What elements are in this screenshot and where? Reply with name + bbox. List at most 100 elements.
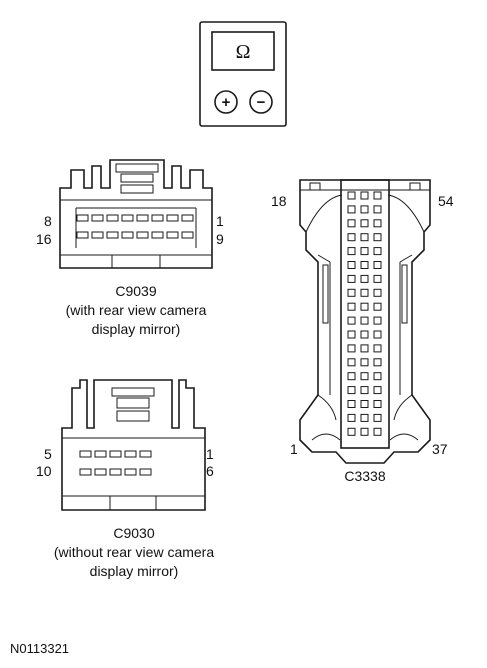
pin-cavity (91, 231, 104, 239)
pin-cavity (139, 450, 152, 458)
pin-cavity (347, 358, 356, 367)
pin-cavity (360, 247, 369, 256)
c9030-pin-6-label: 6 (206, 463, 214, 479)
pin-cavity (347, 372, 356, 381)
pin-cavity (347, 386, 356, 395)
pin-cavity (373, 330, 382, 339)
pin-cavity (347, 247, 356, 256)
pin-cavity (360, 372, 369, 381)
pin-cavity (347, 330, 356, 339)
pin-cavity (373, 205, 382, 214)
pin-cavity (166, 214, 179, 222)
pin-cavity (181, 231, 194, 239)
pin-cavity (360, 205, 369, 214)
c3338-pin-37-label: 37 (432, 441, 448, 457)
c9030-caption: C9030 (without rear view camera display … (0, 524, 268, 581)
pin-cavity (106, 231, 119, 239)
pin-cavity (181, 214, 194, 222)
c3338-pin-54-label: 54 (438, 193, 454, 209)
pin-cavity (373, 191, 382, 200)
c9030-note-line-1: (without rear view camera (53, 544, 215, 560)
pin-cavity (360, 302, 369, 311)
pin-cavity (136, 214, 149, 222)
pin-cavity (136, 231, 149, 239)
pin-cavity (360, 191, 369, 200)
pin-cavity (373, 427, 382, 436)
pin-cavity (373, 344, 382, 353)
pin-cavity (373, 372, 382, 381)
svg-text:−: − (257, 94, 266, 111)
c9039-pin-8-label: 8 (44, 213, 52, 229)
ohm-symbol: Ω (236, 41, 251, 63)
pin-cavity (373, 302, 382, 311)
c9030-connector-drawing (61, 379, 206, 511)
c9039-name: C9039 (115, 283, 157, 299)
pin-cavity (373, 247, 382, 256)
pin-cavity (76, 214, 89, 222)
figure-id: N0113321 (10, 641, 70, 656)
pin-cavity (347, 288, 356, 297)
ohmmeter-icon: Ω + − (199, 21, 287, 127)
pin-cavity (347, 302, 356, 311)
c9039-note-line-1: (with rear view camera (65, 302, 207, 318)
pin-cavity (360, 288, 369, 297)
pin-cavity (360, 219, 369, 228)
pin-cavity (347, 233, 356, 242)
pin-cavity (106, 214, 119, 222)
pin-cavity (347, 274, 356, 283)
pin-cavity (347, 316, 356, 325)
pin-cavity (121, 214, 134, 222)
pin-cavity (347, 400, 356, 408)
pin-cavity (347, 219, 356, 228)
pin-cavity (347, 413, 356, 422)
pin-cavity (360, 330, 369, 339)
pin-cavity (373, 219, 382, 228)
pin-cavity (109, 450, 122, 458)
c3338-pin-18-label: 18 (271, 193, 287, 209)
pin-cavity (360, 358, 369, 367)
pin-cavity (166, 231, 179, 239)
pin-cavity (373, 261, 382, 269)
pin-cavity (373, 358, 382, 367)
pin-cavity (124, 450, 137, 458)
pin-cavity (347, 427, 356, 436)
c3338-name: C3338 (344, 468, 386, 484)
c9030-name: C9030 (113, 525, 155, 541)
pin-cavity (360, 386, 369, 395)
c9039-pin-16-label: 16 (36, 231, 52, 247)
pin-cavity (360, 344, 369, 353)
pin-cavity (373, 400, 382, 408)
pin-cavity (373, 386, 382, 395)
minus-terminal-icon (249, 90, 273, 114)
pin-cavity (360, 316, 369, 325)
pin-cavity (360, 413, 369, 422)
pin-cavity (373, 274, 382, 283)
pin-cavity (360, 400, 369, 408)
pin-cavity (124, 468, 137, 476)
c9030-note-line-2: display mirror) (89, 563, 179, 579)
svg-text:+: + (222, 94, 231, 111)
pin-cavity (373, 316, 382, 325)
c9030-pin-1-label: 1 (206, 446, 214, 462)
pin-cavity (373, 413, 382, 422)
c9030-pin-10-label: 10 (36, 463, 52, 479)
pin-cavity (94, 468, 107, 476)
plus-terminal-icon (214, 90, 238, 114)
pin-cavity (373, 233, 382, 242)
pin-cavity (347, 191, 356, 200)
c3338-pin-1-label: 1 (290, 441, 298, 457)
pin-cavity (109, 468, 122, 476)
c9039-pin-1-label: 1 (216, 213, 224, 229)
c9039-pin-9-label: 9 (216, 231, 224, 247)
pin-cavity (91, 214, 104, 222)
pin-cavity (121, 231, 134, 239)
pin-cavity (79, 450, 92, 458)
pin-cavity (139, 468, 152, 476)
pin-cavity (360, 261, 369, 269)
pin-cavity (360, 427, 369, 436)
pin-cavity (94, 450, 107, 458)
c9039-note-line-2: display mirror) (91, 321, 181, 337)
pin-cavity (373, 288, 382, 297)
pin-cavity (151, 231, 164, 239)
